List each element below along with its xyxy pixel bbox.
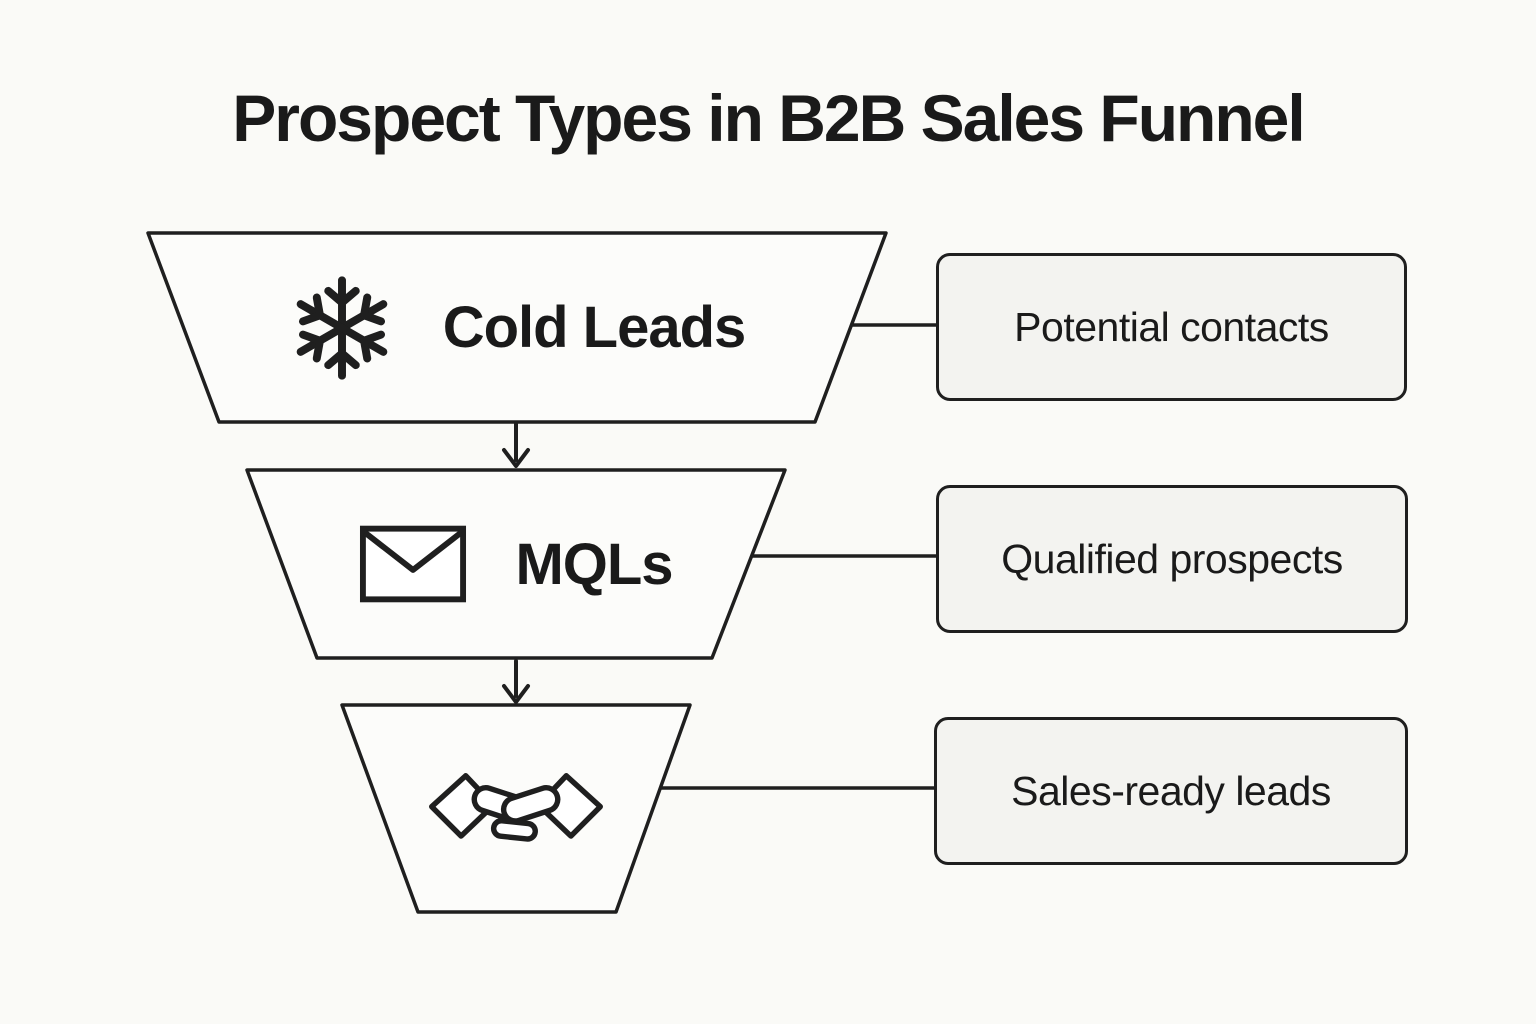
- handshake-icon: [427, 751, 605, 867]
- arrow-down-2: [502, 659, 530, 704]
- description-box-2: Qualified prospects: [936, 485, 1408, 633]
- description-box-3: Sales-ready leads: [934, 717, 1408, 865]
- stage-2-label: MQLs: [515, 531, 673, 597]
- description-2-text: Qualified prospects: [1001, 535, 1343, 582]
- funnel-stage-3: [342, 705, 690, 912]
- funnel-stage-2: MQLs: [247, 470, 785, 658]
- description-box-1: Potential contacts: [936, 253, 1407, 401]
- funnel-stage-2-shape: [245, 468, 787, 660]
- description-3-text: Sales-ready leads: [1011, 767, 1331, 814]
- arrow-down-1: [502, 422, 530, 468]
- page-title: Prospect Types in B2B Sales Funnel: [232, 81, 1305, 155]
- stage-1-label: Cold Leads: [442, 295, 747, 360]
- snowflake-icon: [289, 275, 395, 381]
- funnel-stage-1: Cold Leads: [148, 233, 886, 422]
- funnel-stage-1-shape: [146, 231, 888, 424]
- envelope-icon: [359, 524, 467, 604]
- description-1-text: Potential contacts: [1014, 303, 1329, 350]
